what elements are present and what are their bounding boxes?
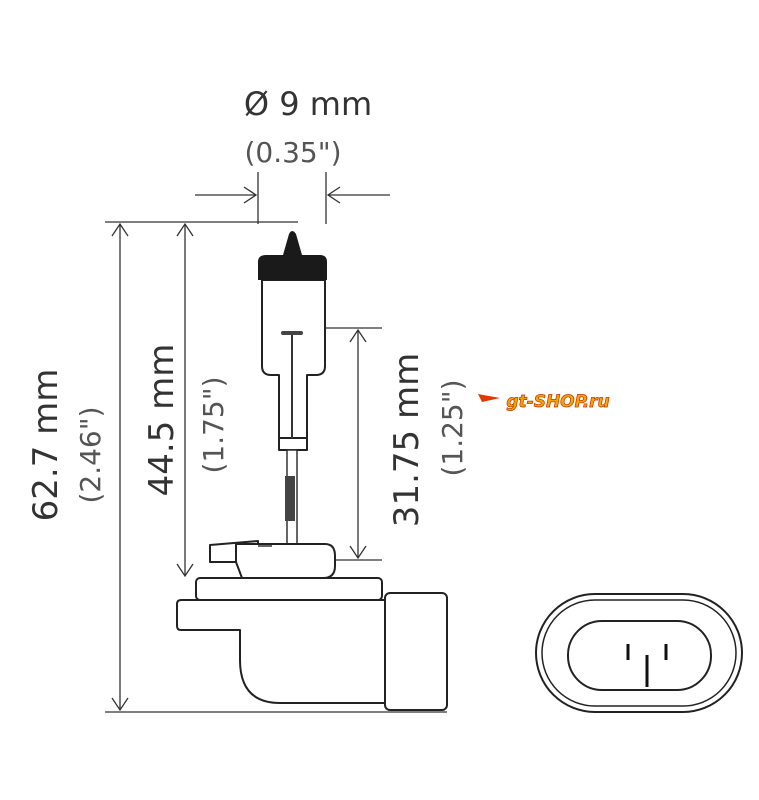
- diameter-metric-label: Ø 9 mm: [244, 85, 372, 123]
- glass-envelope: [261, 279, 326, 439]
- watermark-logo: gt-SHOP.ru: [478, 392, 610, 412]
- overall-length-imperial-label: (2.46"): [74, 406, 107, 503]
- connector-end-view: [535, 593, 743, 713]
- filament-height-imperial-label: (1.25"): [436, 379, 469, 476]
- bulb-side-view: [176, 231, 448, 711]
- black-cap: [258, 231, 327, 280]
- filament-height-metric-label: 31.75 mm: [387, 353, 427, 527]
- diameter-imperial-label: (0.35"): [244, 136, 341, 169]
- overall-length-metric-label: 62.7 mm: [26, 369, 66, 522]
- dimension-lines: [105, 172, 447, 713]
- watermark-text: gt-SHOP.ru: [506, 392, 609, 412]
- light-center-metric-label: 44.5 mm: [142, 344, 182, 497]
- light-center-imperial-label: (1.75"): [197, 376, 230, 473]
- connector-block: [384, 592, 448, 711]
